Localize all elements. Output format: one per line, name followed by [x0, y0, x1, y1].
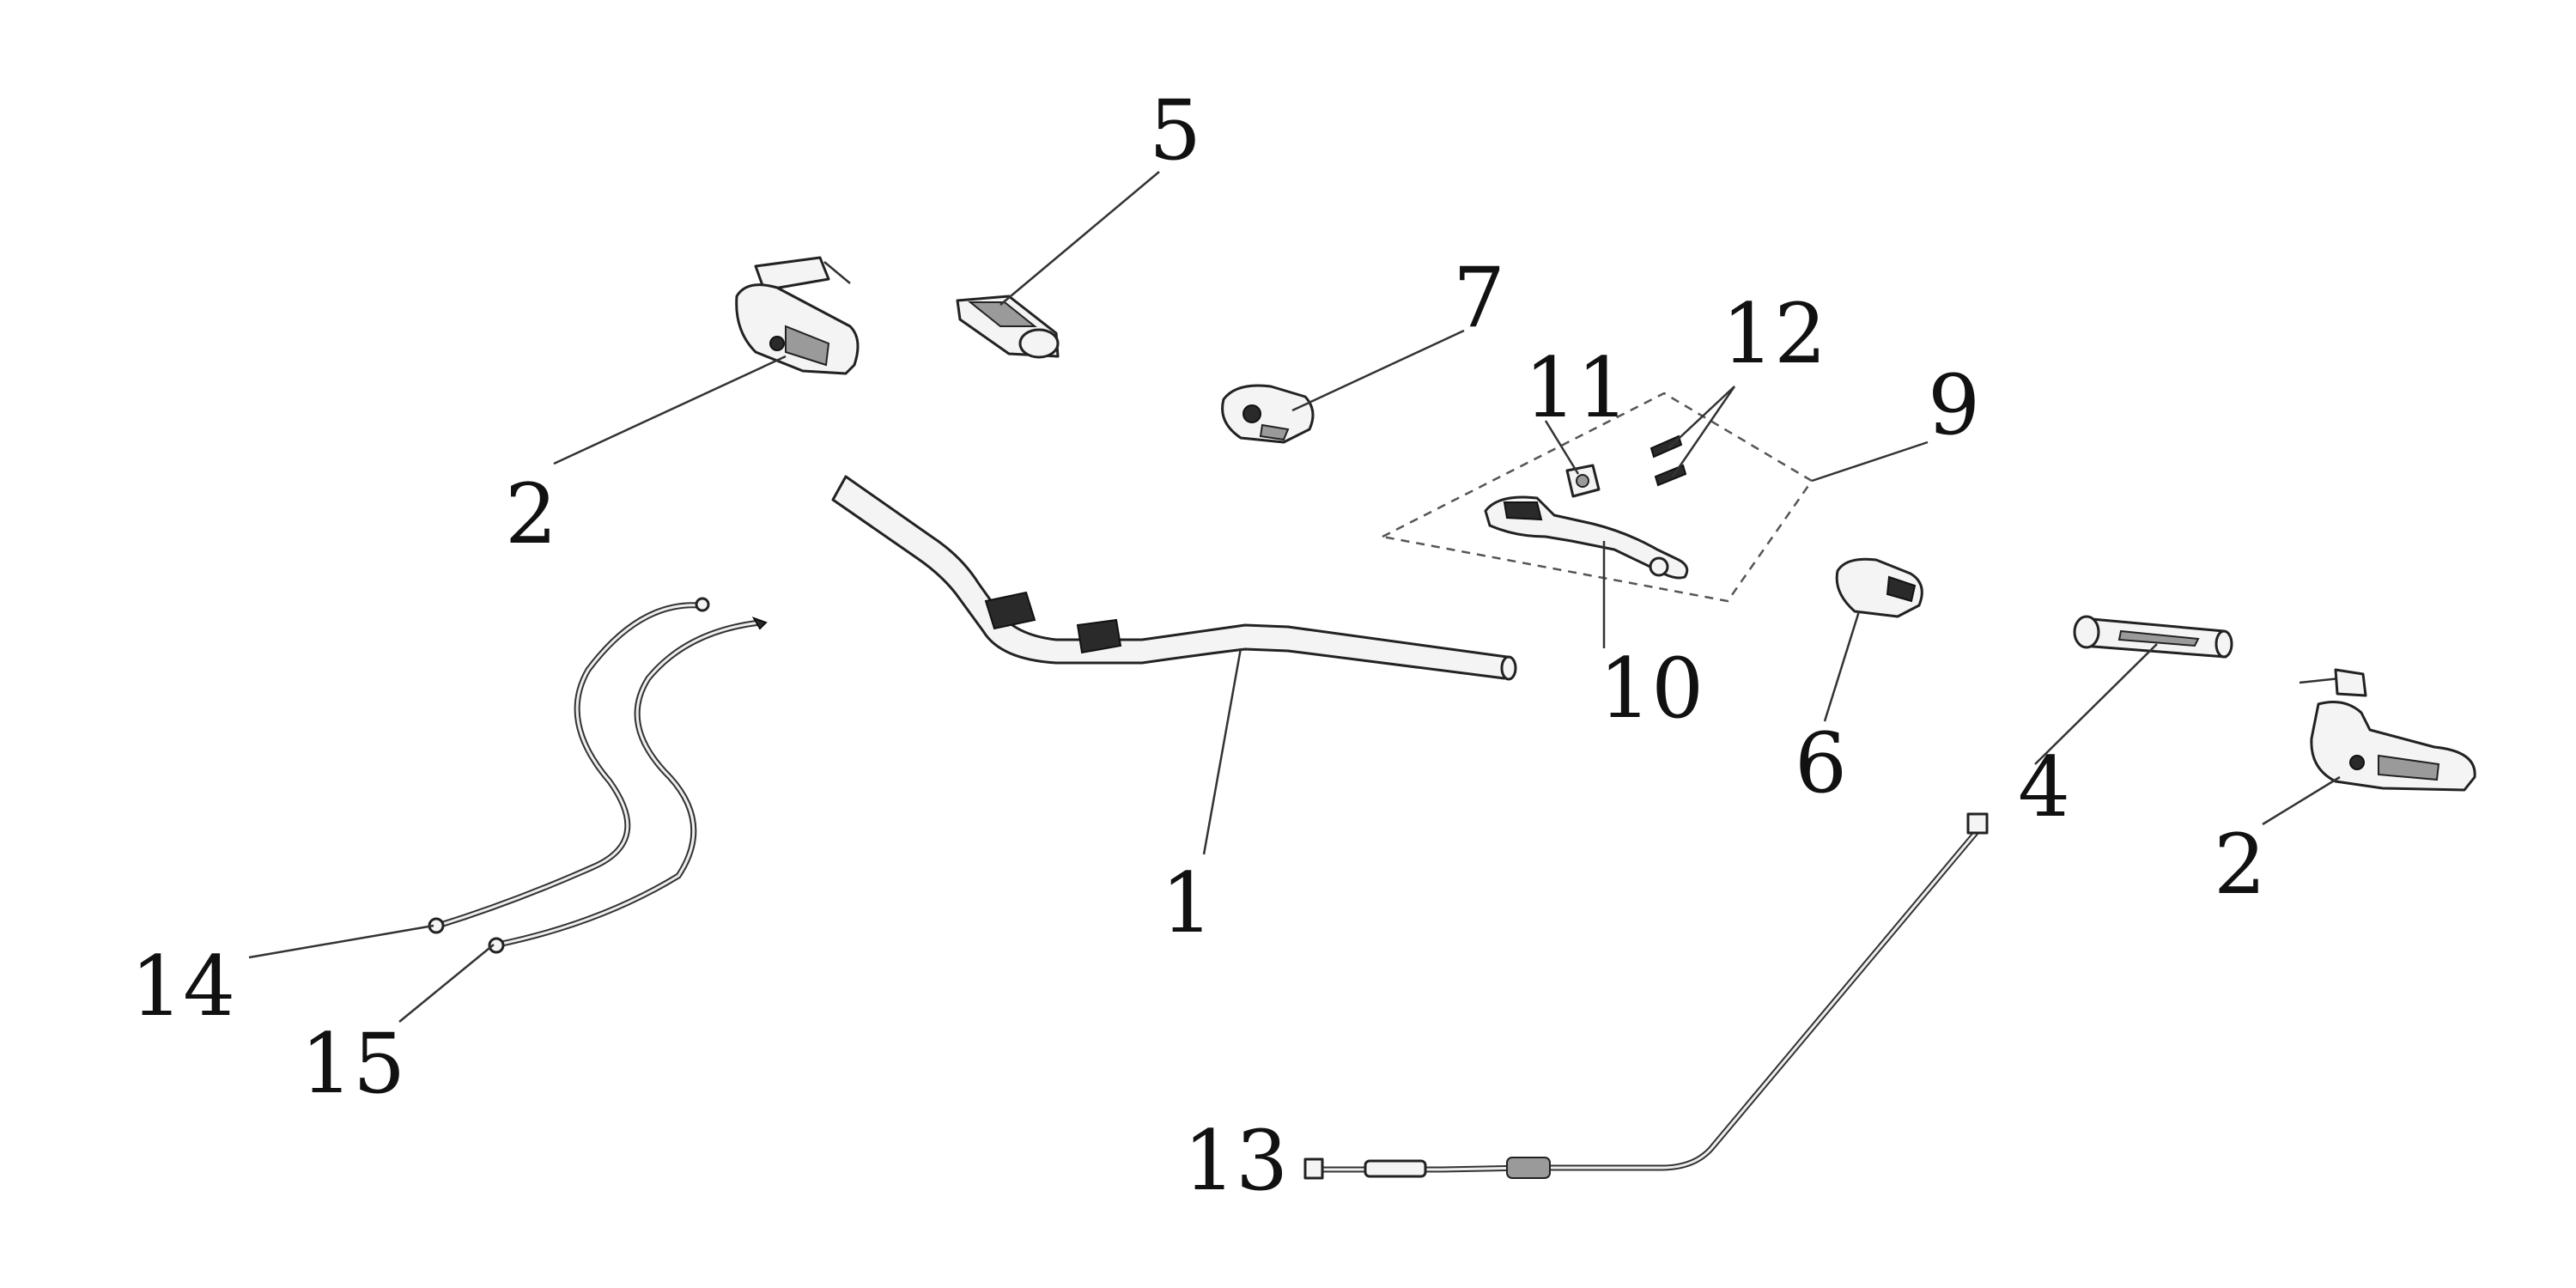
- right-grip-part: [2073, 615, 2233, 659]
- callout-13: 13: [1183, 1113, 1288, 1209]
- right-switch-housing-part: [2299, 668, 2476, 792]
- left-switch-part: [1221, 384, 1315, 444]
- cable-15-part: [488, 617, 768, 954]
- callout-7: 7: [1453, 250, 1505, 346]
- callout-11: 11: [1524, 340, 1629, 436]
- callout-4: 4: [2018, 739, 2070, 835]
- cable-13-part: [1303, 812, 1989, 1180]
- callout-6: 6: [1795, 715, 1847, 811]
- leader-lines: [248, 171, 2341, 1023]
- clutch-lever-part: [1484, 495, 1689, 580]
- callout-1: 1: [1161, 855, 1213, 951]
- callout-2-right: 2: [2214, 817, 2266, 913]
- callout-15: 15: [301, 1016, 405, 1112]
- left-grip-part: [956, 295, 1060, 359]
- callout-9: 9: [1928, 357, 1980, 453]
- left-switch-housing-part: [735, 256, 860, 375]
- right-switch-part: [1835, 557, 1923, 618]
- callout-10: 10: [1599, 641, 1704, 737]
- lever-clamp-part: [1565, 464, 1601, 498]
- handlebar-part: [831, 475, 1517, 681]
- callout-12: 12: [1722, 286, 1826, 382]
- callout-2-left: 2: [505, 466, 557, 562]
- callout-5: 5: [1149, 82, 1201, 179]
- callout-14: 14: [131, 939, 235, 1035]
- cable-14-part: [428, 597, 710, 934]
- callout-numbers: 5 2 7 11 12 9 10 6 4 2 1 14 15 13: [131, 82, 2266, 1209]
- screws-part: [1649, 434, 1687, 487]
